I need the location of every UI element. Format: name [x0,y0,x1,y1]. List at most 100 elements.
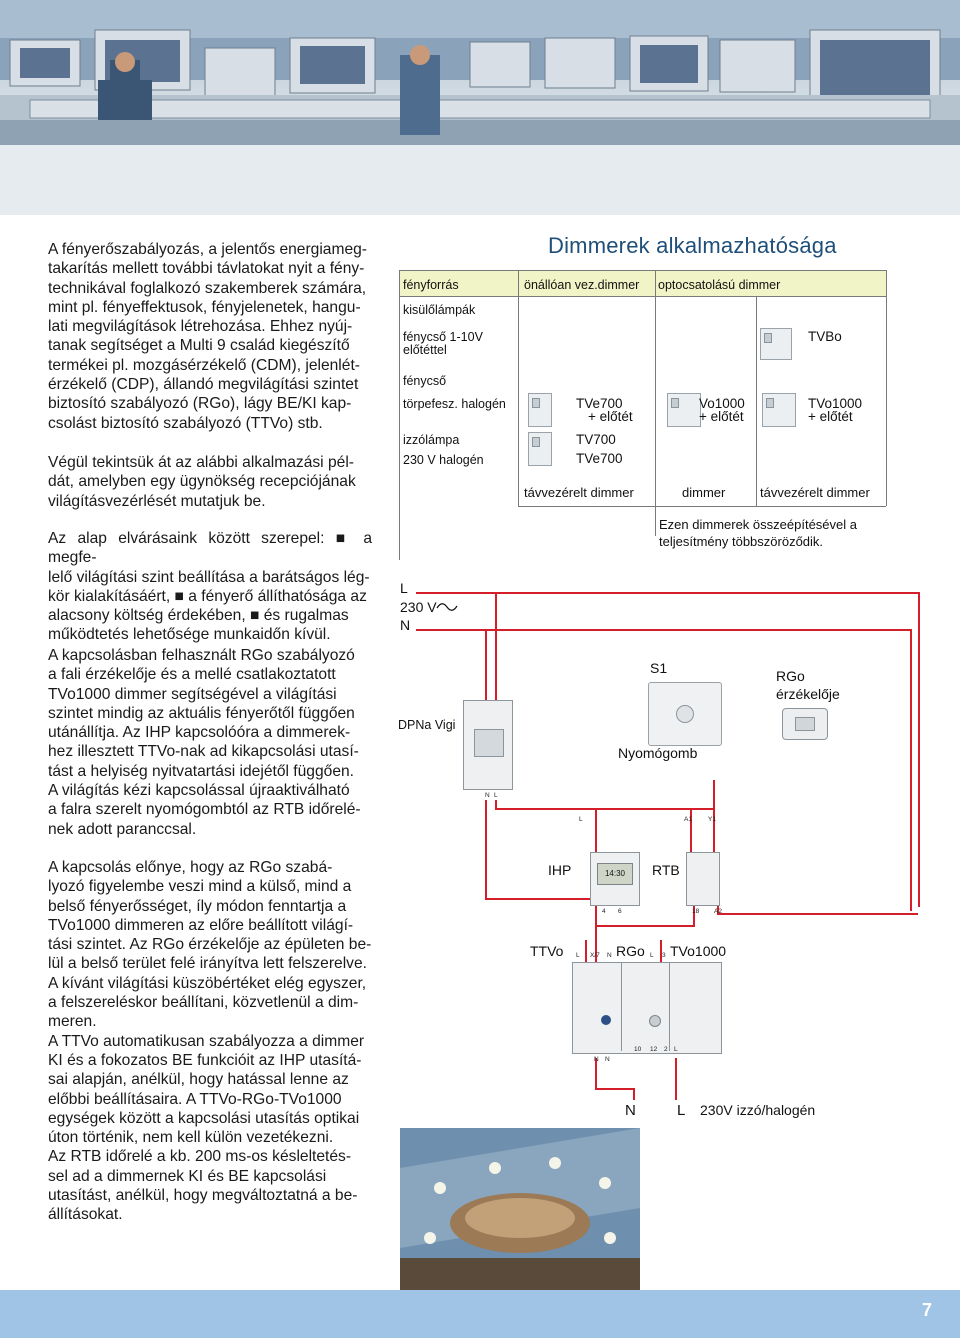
tvo1000-label: TVo1000 [670,943,727,959]
advantage-line: tási szintet. Az RGo érzékelője az épüle… [48,936,372,954]
terminal-label: 10 [634,1046,642,1053]
wire-n [633,1088,635,1100]
wire-pushbutton [713,780,715,852]
requirements-paragraph: Az alap elvárásaink között szerepel: ■ a… [48,529,372,645]
intro-line: biztosító szabályozó (RGo), lágy BE/KI k… [48,395,352,413]
control-room-photo [0,0,960,215]
footer-remote-dimmer-2: távvezérelt dimmer [760,485,870,500]
advantage-line: Az RTB időrelé a kb. 200 ms-os késleltet… [48,1148,352,1166]
voltage-label: 230 V [400,599,437,615]
operation-line: TVo1000 dimmer segítségével a világítási [48,685,337,703]
table-line [399,296,886,297]
advantage-line: A kívánt világítási küszöbértéket elég e… [48,974,367,992]
line-label-l: L [400,580,408,596]
wire-l [495,800,497,810]
table-line [518,506,886,507]
wire-l [495,592,497,702]
terminal-label: L [494,792,498,799]
table-note: teljesítmény többszöröződik. [659,534,824,549]
operation-line: tást a helyiség nyitvatartási idejétől f… [48,762,354,780]
wire-n [485,800,487,900]
footer-remote-dimmer: távvezérelt dimmer [524,485,634,500]
advantage-line: KI és a fokozatos BE funkcióit az IHP ut… [48,1051,362,1069]
terminal-label: N [605,1056,610,1063]
cell-vo1000-ballast: + előtét [699,409,744,424]
wire-a2 [717,905,719,915]
operation-line: nek adott paranccsal. [48,820,197,838]
tvo1000-module [669,963,721,1051]
intro-line: technikával foglalkozó szakemberek számá… [48,279,367,297]
operation-line: szintet mindig az aktuális fényerőtől fü… [48,704,355,722]
table-title: Dimmerek alkalmazhatósága [548,233,837,258]
table-header-row [399,270,886,296]
terminal-label: L [674,1046,678,1053]
operation-line: a fali érzékelője és a mellé csatlakozta… [48,666,336,684]
ttvo-label: TTVo [530,943,564,959]
wire-l [416,592,920,594]
terminal-label: L [579,816,583,823]
operation-line: a falra szerelt nyomógombtól az RTB időr… [48,801,361,819]
cell-tve700-halogen: TVe700 [576,451,623,466]
wire-switch [693,905,695,927]
wire-pushbutton [713,780,715,782]
advantage-line: sai alapján, anélkül, hogy hatással lenn… [48,1071,349,1089]
table-line [399,270,886,271]
advantage-paragraph: A kapcsolás előnye, hogy az RGo szabá- l… [48,858,372,1225]
terminal-label: N [594,1056,599,1063]
terminal-label: 6 [618,908,622,915]
advantage-line: lül a belső terület felé irányítva lett … [48,955,367,973]
advantage-line: lyozó figyelembe veszi mind a külső, min… [48,878,352,896]
row-label: fénycső [403,374,447,388]
intro-paragraph: A fényerőszabályozás, a jelentős energia… [48,240,372,433]
terminal-label: A2 [714,908,722,915]
terminal-label: 18 [692,908,700,915]
wire-n [595,1058,597,1088]
ihp-time-switch: 14:30 [590,852,640,906]
sensor-window [795,717,815,731]
terminal-label: Y1 [708,816,716,823]
load-type-label: 230V izzó/halogén [700,1102,816,1118]
table-line [399,270,400,560]
wire-l [495,808,715,810]
load-n-label: N [625,1102,636,1119]
reception-room-image [400,1128,640,1293]
intro-line: lati megvilágítások létrehozása. Ehhez n… [48,318,353,336]
reception-room-illustration [400,1128,640,1293]
requirements-line: működtetés lehetősége munkaidőn kívül. [48,626,331,644]
page-number: 7 [921,1300,932,1320]
tv700-device-image [528,432,552,466]
wire-switch [595,925,695,927]
terminal-label: L [650,952,654,959]
rtb-relay [686,852,720,906]
operation-line: hez illesztett TTVo-nak ad kikapcsolási … [48,743,359,761]
operation-line: utánállítja. Az IHP kapcsolóóra a dimmer… [48,724,351,742]
wire-n [910,629,912,911]
operation-line: A kapcsolásban felhasznált RGo szabályoz… [48,647,355,664]
wire-n [585,940,587,965]
advantage-line: A TTVo automatikusan szabályozza a dimme… [48,1032,365,1050]
example-line: Végül tekintsük át az alábbi alkalmazási… [48,454,354,471]
rgo-sensor-label: érzékelője [776,686,840,702]
wire-load [675,1058,677,1100]
advantage-line: előbbi beállításaira. A TTVo-RGo-TVo1000 [48,1090,342,1108]
row-label: törpefesz. halogén [403,397,506,411]
tve700-device-image [528,393,552,427]
load-l-label: L [677,1102,686,1119]
header-photo [0,0,960,215]
intro-line: mint pl. fényeffektusok, fényjelenetek, … [48,298,361,316]
advantage-line: úton történik, nem kell külön vezetékezn… [48,1129,334,1147]
example-line: világításvezérlését mutatjuk be. [48,492,266,510]
page-footer-band [0,1290,960,1338]
advantage-line: utasítást, anélkül, hogy megváltoztatná … [48,1187,358,1205]
rgo-sensor-device [782,708,828,740]
rtb-label: RTB [652,862,680,878]
advantage-line: TVo1000 dimmeren az előre beállított vil… [48,916,354,934]
wire-n [485,629,487,701]
operation-line: A világítás kézi kapcsolással újraaktivá… [48,782,350,800]
intro-line: tanak segítséget a Multi 9 család kiegés… [48,337,350,355]
intro-line: csolást biztosító szabályozó (TTVo) stb. [48,414,323,432]
operation-paragraph: A kapcsolásban felhasznált RGo szabályoz… [48,646,372,839]
breaker-handle [474,729,504,757]
wire-switch [595,905,597,965]
example-paragraph: Végül tekintsük át az alábbi alkalmazási… [48,453,372,511]
